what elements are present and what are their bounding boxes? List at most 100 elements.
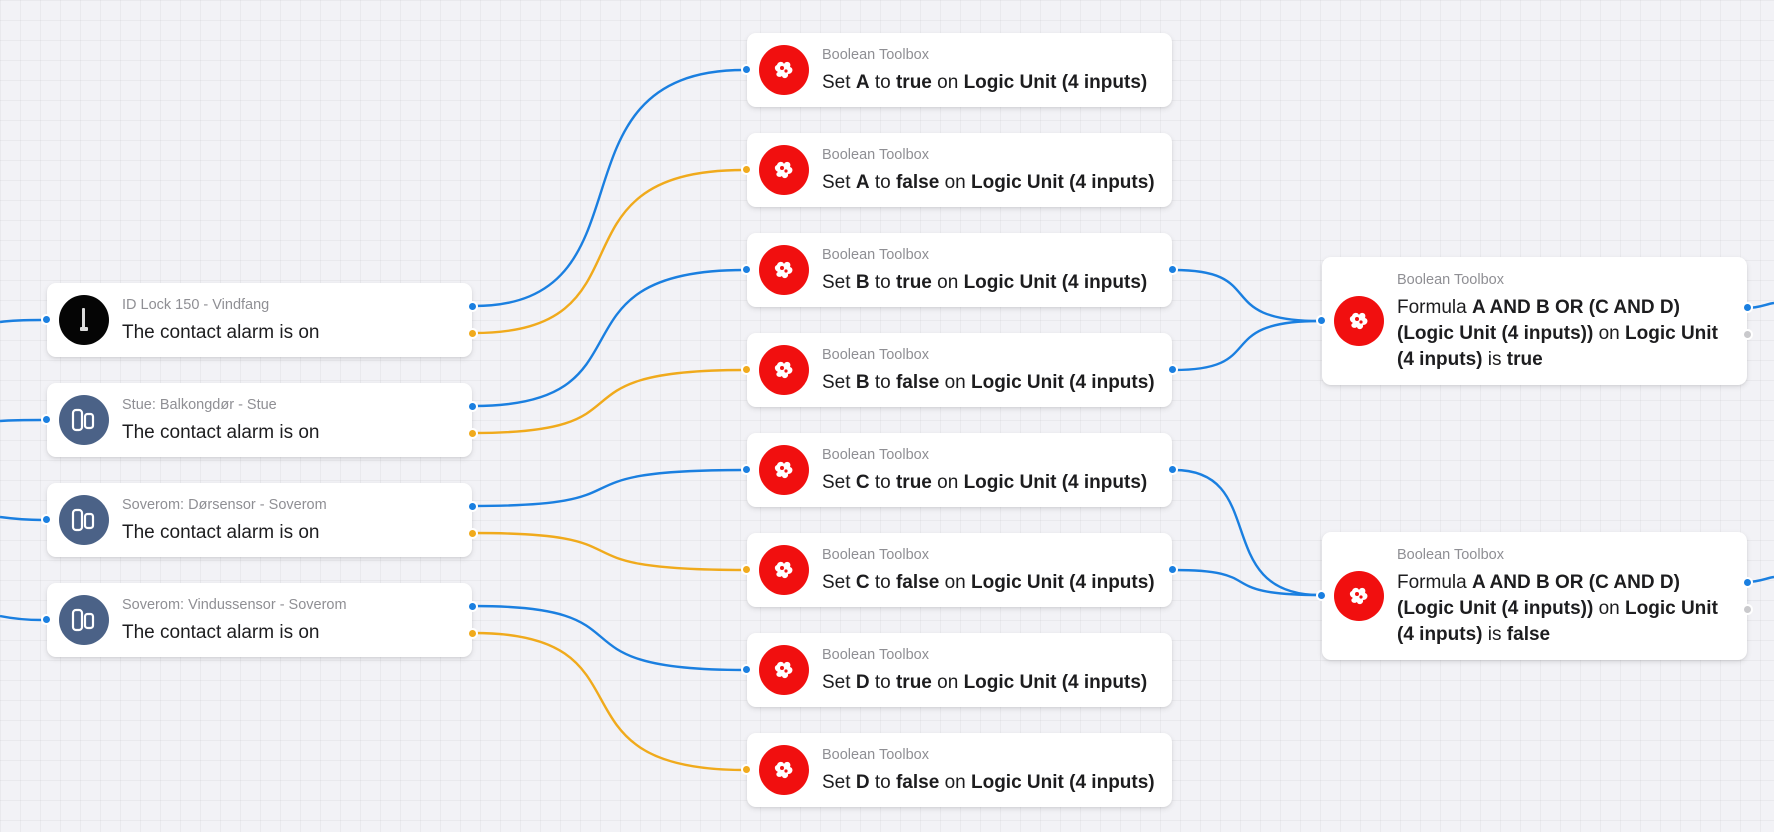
wire-input-device-1 [0, 318, 43, 324]
wire-device-2-false [473, 368, 745, 435]
boolean-toolbox-icon [759, 45, 809, 95]
output-port[interactable] [1167, 464, 1178, 475]
contact-sensor-icon [59, 595, 109, 645]
action-subtitle: Boolean Toolbox [822, 147, 929, 163]
input-port[interactable] [741, 464, 752, 475]
wire-device-3-false [473, 531, 745, 572]
device-title: The contact alarm is on [122, 622, 320, 643]
output-port-true[interactable] [467, 301, 478, 312]
action-card-set-a-false[interactable]: Boolean Toolbox Set A to false on Logic … [741, 133, 1172, 207]
input-port[interactable] [741, 64, 752, 75]
input-port[interactable] [741, 664, 752, 675]
action-card-set-c-false[interactable]: Boolean Toolbox Set C to false on Logic … [741, 533, 1178, 607]
wire-b-false-formula-1 [1173, 319, 1321, 372]
boolean-toolbox-icon [759, 445, 809, 495]
action-subtitle: Boolean Toolbox [822, 647, 929, 663]
output-port-false[interactable] [467, 428, 478, 439]
device-subtitle: Stue: Balkongdør - Stue [122, 397, 277, 413]
output-port[interactable] [1167, 364, 1178, 375]
input-port[interactable] [1316, 315, 1327, 326]
wire-c-true-formula-2 [1173, 468, 1321, 597]
device-card-balkongdor[interactable]: Stue: Balkongdør - Stue The contact alar… [41, 383, 478, 457]
input-port[interactable] [741, 264, 752, 275]
output-port-true[interactable] [467, 401, 478, 412]
input-port[interactable] [741, 764, 752, 775]
output-port-false[interactable] [467, 528, 478, 539]
wire-device-3-true [473, 468, 745, 508]
output-port[interactable] [1167, 564, 1178, 575]
wire-input-device-3 [0, 515, 43, 522]
boolean-toolbox-icon [1334, 296, 1384, 346]
action-subtitle: Boolean Toolbox [822, 247, 929, 263]
wire-device-4-false [473, 631, 745, 772]
wire-c-false-formula-2 [1173, 568, 1321, 597]
action-card-set-c-true[interactable]: Boolean Toolbox Set C to true on Logic U… [741, 433, 1178, 507]
wire-device-2-true [473, 268, 745, 408]
input-port[interactable] [41, 314, 52, 325]
action-card-set-d-false[interactable]: Boolean Toolbox Set D to false on Logic … [741, 733, 1172, 807]
boolean-toolbox-icon [759, 545, 809, 595]
action-subtitle: Boolean Toolbox [822, 47, 929, 63]
output-port-false[interactable] [467, 628, 478, 639]
action-card-set-b-false[interactable]: Boolean Toolbox Set B to false on Logic … [741, 333, 1178, 407]
action-subtitle: Boolean Toolbox [822, 347, 929, 363]
device-card-vindussensor[interactable]: Soverom: Vindussensor - Soverom The cont… [41, 583, 478, 657]
input-port[interactable] [41, 514, 52, 525]
action-subtitle: Boolean Toolbox [822, 747, 929, 763]
input-port[interactable] [741, 564, 752, 575]
output-port[interactable] [1167, 264, 1178, 275]
output-port-false[interactable] [1742, 329, 1753, 340]
formula-subtitle: Boolean Toolbox [1397, 272, 1504, 288]
output-port-false[interactable] [1742, 604, 1753, 615]
output-port-false[interactable] [467, 328, 478, 339]
device-card-dorsensor[interactable]: Soverom: Dørsensor - Soverom The contact… [41, 483, 478, 557]
device-title: The contact alarm is on [122, 422, 320, 443]
action-title: Set D to false on Logic Unit (4 inputs) [822, 772, 1155, 793]
device-card-id-lock[interactable]: ID Lock 150 - Vindfang The contact alarm… [41, 283, 478, 357]
output-port-true[interactable] [467, 501, 478, 512]
device-title: The contact alarm is on [122, 522, 320, 543]
input-port[interactable] [41, 614, 52, 625]
formula-subtitle: Boolean Toolbox [1397, 547, 1504, 563]
wire-device-4-true [473, 604, 745, 672]
formula-card-false[interactable]: Boolean Toolbox Formula A AND B OR (C AN… [1316, 532, 1753, 660]
device-title: The contact alarm is on [122, 322, 320, 343]
action-title: Set B to true on Logic Unit (4 inputs) [822, 272, 1148, 293]
output-port-true[interactable] [1742, 302, 1753, 313]
boolean-toolbox-icon [759, 345, 809, 395]
wire-b-true-formula-1 [1173, 268, 1321, 323]
device-subtitle: Soverom: Vindussensor - Soverom [122, 597, 347, 613]
action-title: Set A to true on Logic Unit (4 inputs) [822, 72, 1148, 93]
wire-device-1-true [473, 68, 745, 308]
output-port-true[interactable] [1742, 577, 1753, 588]
boolean-toolbox-icon [759, 645, 809, 695]
action-card-set-a-true[interactable]: Boolean Toolbox Set A to true on Logic U… [741, 33, 1172, 107]
input-port[interactable] [741, 164, 752, 175]
input-port[interactable] [741, 364, 752, 375]
formula-card-true[interactable]: Boolean Toolbox Formula A AND B OR (C AN… [1316, 257, 1753, 385]
action-subtitle: Boolean Toolbox [822, 447, 929, 463]
formula-title: Formula A AND B OR (C AND D) (Logic Unit… [1397, 572, 1718, 645]
output-port-true[interactable] [467, 601, 478, 612]
input-port[interactable] [41, 414, 52, 425]
action-subtitle: Boolean Toolbox [822, 547, 929, 563]
action-title: Set B to false on Logic Unit (4 inputs) [822, 372, 1155, 393]
action-title: Set C to false on Logic Unit (4 inputs) [822, 572, 1155, 593]
lock-icon [59, 295, 109, 345]
contact-sensor-icon [59, 395, 109, 445]
device-subtitle: ID Lock 150 - Vindfang [122, 297, 270, 313]
device-subtitle: Soverom: Dørsensor - Soverom [122, 497, 327, 513]
action-card-set-d-true[interactable]: Boolean Toolbox Set D to true on Logic U… [741, 633, 1172, 707]
boolean-toolbox-icon [759, 245, 809, 295]
boolean-toolbox-icon [759, 745, 809, 795]
action-title: Set D to true on Logic Unit (4 inputs) [822, 672, 1148, 693]
wire-input-device-4 [0, 614, 43, 622]
action-title: Set A to false on Logic Unit (4 inputs) [822, 172, 1155, 193]
wire-device-1-false [473, 168, 745, 335]
contact-sensor-icon [59, 495, 109, 545]
input-port[interactable] [1316, 590, 1327, 601]
wire-input-device-2 [0, 418, 43, 423]
formula-title: Formula A AND B OR (C AND D) (Logic Unit… [1397, 297, 1718, 370]
boolean-toolbox-icon [759, 145, 809, 195]
action-card-set-b-true[interactable]: Boolean Toolbox Set B to true on Logic U… [741, 233, 1178, 307]
